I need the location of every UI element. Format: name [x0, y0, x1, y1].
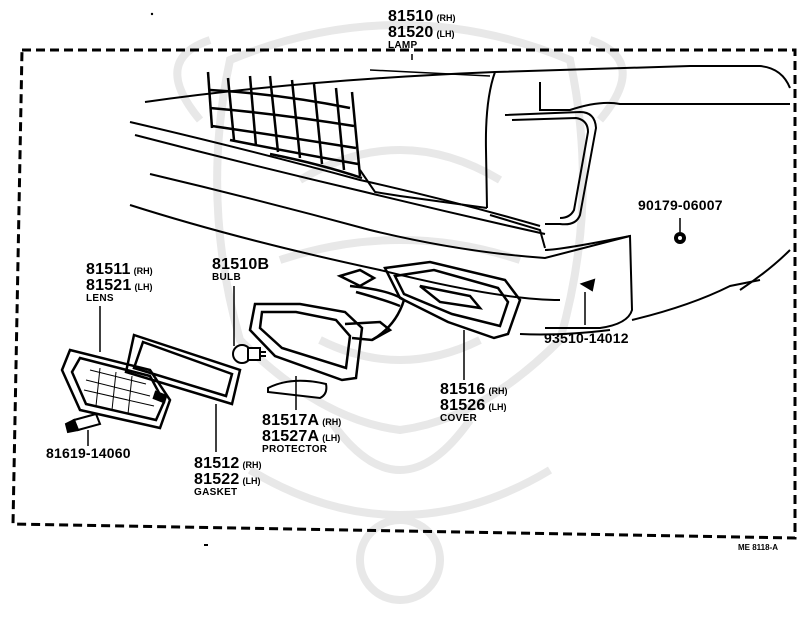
- bulb: [232, 344, 266, 364]
- lens-side-lh: (LH): [134, 282, 153, 292]
- protector: [267, 379, 328, 400]
- cover-side-lh: (LH): [488, 402, 507, 412]
- lamp-label: 81510(RH) 81520(LH) LAMP: [388, 9, 456, 51]
- gasket: [124, 333, 242, 406]
- bulb-label: 81510B BULB: [212, 257, 269, 283]
- lamp-side-rh: (RH): [436, 13, 456, 23]
- protector-pn-rh: 81517A: [262, 412, 320, 429]
- cover-pn-lh: 81526: [440, 397, 486, 414]
- clip: [674, 232, 686, 244]
- gasket-pn-rh: 81512: [194, 455, 240, 472]
- lamp-pn-lh: 81520: [388, 24, 434, 41]
- cover-name: COVER: [440, 413, 478, 424]
- lamp-housing: [248, 299, 406, 382]
- gasket-side-lh: (LH): [242, 476, 261, 486]
- protector-side-lh: (LH): [322, 433, 341, 443]
- protector-pn-lh: 81527A: [262, 428, 320, 445]
- car-body-outline: [129, 65, 791, 336]
- clip-label: 90179-06007: [638, 197, 723, 213]
- lens: [60, 348, 172, 430]
- gasket-label: 81512(RH) 81522(LH) GASKET: [194, 456, 262, 498]
- cover-label: 81516(RH) 81526(LH) COVER: [440, 382, 508, 424]
- protector-side-rh: (RH): [322, 417, 342, 427]
- reference-code: ME 8118-A: [738, 543, 779, 552]
- gasket-side-rh: (RH): [242, 460, 262, 470]
- pin-label: 93510-14012: [544, 330, 629, 346]
- cover-side-rh: (RH): [488, 386, 508, 396]
- gasket-name: GASKET: [194, 487, 238, 498]
- lamp-side-lh: (LH): [436, 29, 455, 39]
- protector-name: PROTECTOR: [262, 444, 328, 455]
- gasket-pn-lh: 81522: [194, 471, 240, 488]
- screw: [64, 412, 102, 434]
- protector-label: 81517A(RH) 81527A(LH) PROTECTOR: [262, 413, 341, 455]
- bulb-name: BULB: [212, 272, 241, 283]
- screw-label: 81619-14060: [46, 445, 131, 461]
- lamp-name: LAMP: [388, 40, 418, 51]
- lens-name: LENS: [86, 293, 114, 304]
- lens-pn-lh: 81521: [86, 277, 132, 294]
- lamp-pn-rh: 81510: [388, 8, 434, 25]
- lens-label: 81511(RH) 81521(LH) LENS: [86, 262, 153, 304]
- bulb-pn: 81510B: [212, 256, 270, 273]
- pin: [579, 278, 596, 292]
- lens-side-rh: (RH): [133, 266, 153, 276]
- lens-pn-rh: 81511: [86, 261, 131, 278]
- lamp-cover-assembly: [336, 260, 522, 340]
- grille: [206, 71, 363, 180]
- leader-lines: [87, 54, 681, 452]
- frame-border: [11, 48, 797, 540]
- cover-pn-rh: 81516: [440, 381, 486, 398]
